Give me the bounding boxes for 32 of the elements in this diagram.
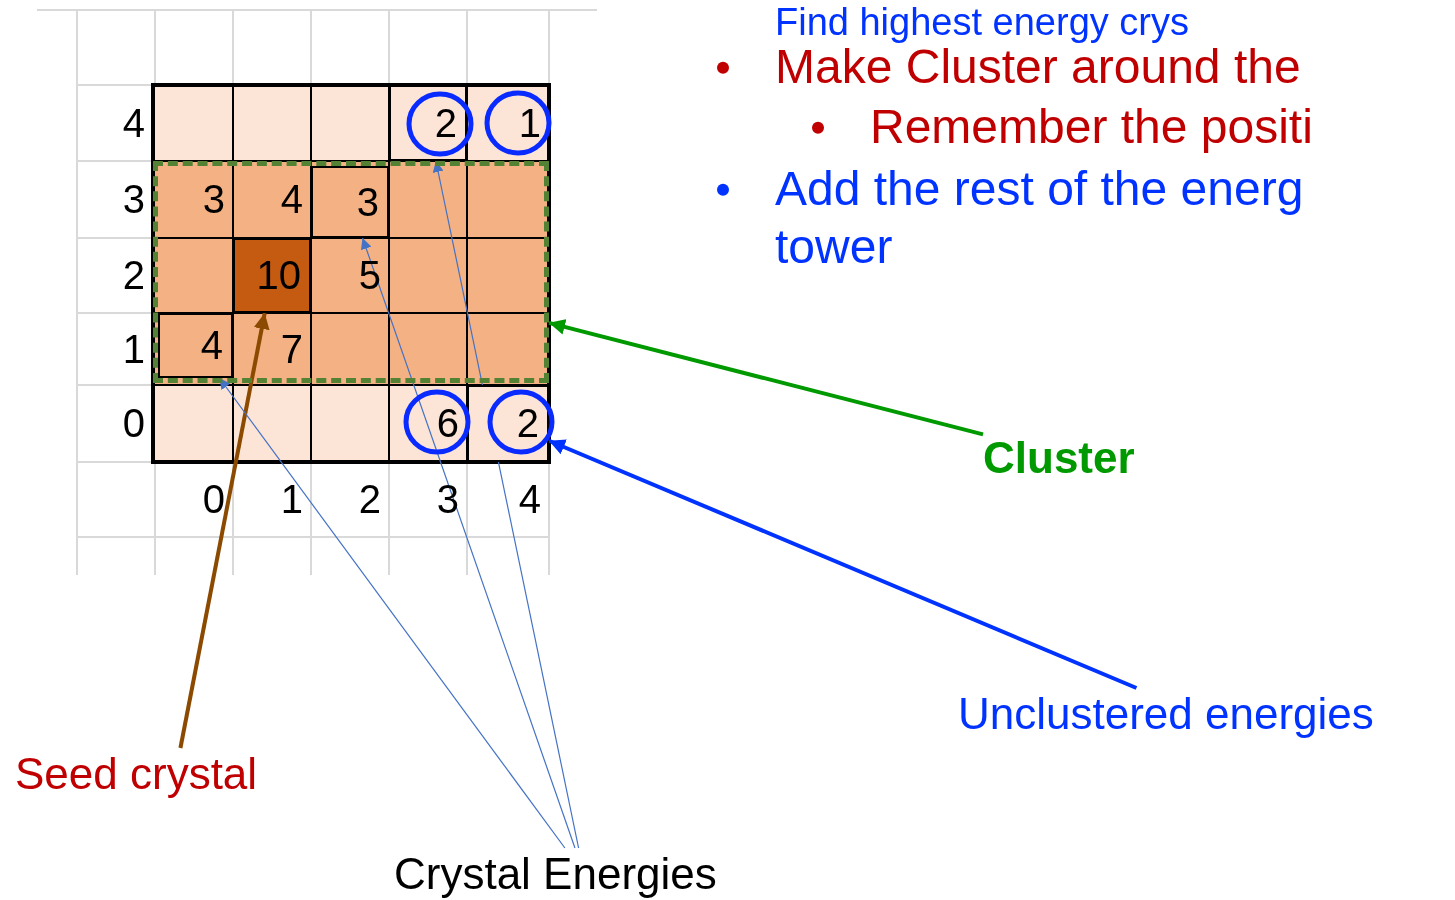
cell-value: 1	[122, 326, 145, 372]
cell-value: 5	[358, 253, 381, 298]
bullet-text: Add the rest of the energ tower	[775, 161, 1305, 275]
cluster-outline	[153, 161, 549, 383]
bullet-text: Remember the positi	[870, 99, 1314, 155]
cell-value: 3	[122, 177, 145, 222]
callout-label: Crystal Energies	[394, 848, 774, 900]
leader-line	[178, 312, 270, 749]
cell-value: 0	[202, 477, 225, 522]
energy-cell: 4	[158, 313, 233, 378]
callout-label: Unclustered energies	[958, 688, 1448, 744]
cell-value: 6	[436, 401, 459, 446]
cell-value: 1	[518, 100, 541, 146]
cell-value: 4	[280, 177, 303, 222]
cell-value: 1	[280, 477, 303, 522]
callout-label: Seed crystal	[15, 748, 335, 804]
leader-line	[548, 319, 984, 437]
cell-value: 0	[122, 401, 145, 446]
leader-line	[360, 237, 576, 849]
bullet-text: Find highest energy crys	[775, 0, 1190, 45]
cell-value: 3	[436, 477, 459, 522]
cell-value: 3	[202, 177, 225, 222]
energy-cell: 3	[311, 166, 389, 238]
cell-value: 2	[358, 477, 381, 522]
energy-cell: 10	[233, 238, 311, 313]
cell-value: 7	[280, 326, 303, 372]
callout-label: Cluster	[983, 432, 1183, 488]
cell-value: 4	[122, 100, 145, 146]
cell-value: 4	[518, 477, 541, 522]
leader-line	[548, 438, 1138, 690]
cell-value: 2	[122, 253, 145, 298]
leader-line	[218, 377, 566, 849]
